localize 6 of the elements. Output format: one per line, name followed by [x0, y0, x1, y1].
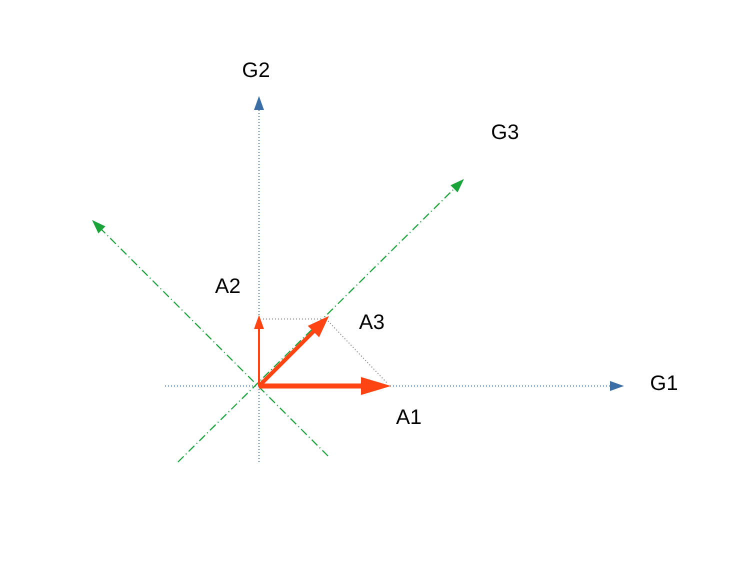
axis-label: G1: [650, 373, 678, 394]
axis-label: G3: [491, 122, 520, 143]
vector-label: A1: [396, 407, 422, 428]
vector-label: A2: [215, 276, 241, 297]
vector-label: A3: [359, 312, 385, 333]
axis-label: G2: [242, 60, 270, 81]
